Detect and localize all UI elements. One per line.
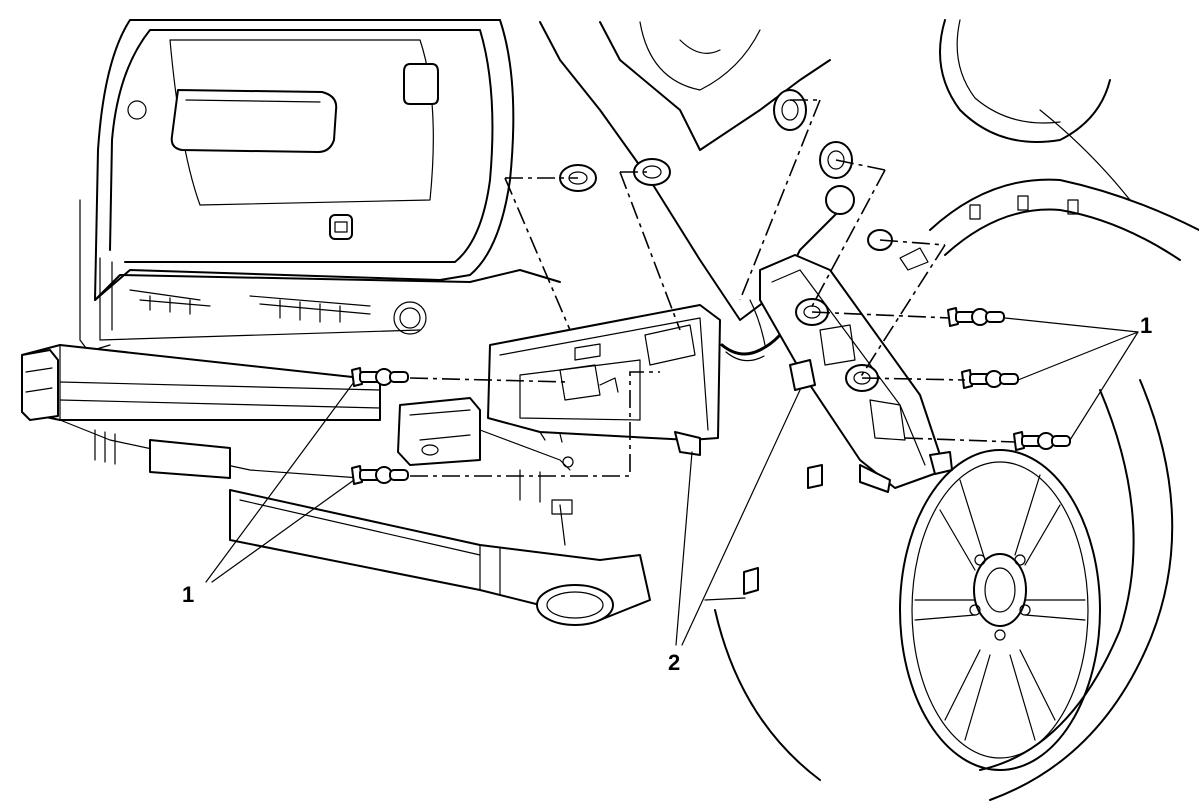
wheel-spokes bbox=[914, 474, 1086, 741]
push-pin-right-1 bbox=[947, 307, 1005, 327]
right-bumper-bracket bbox=[759, 254, 953, 493]
callout-label-right-fasteners: 1 bbox=[1140, 313, 1152, 338]
push-pin-left-lower bbox=[351, 465, 409, 485]
callout-label-brackets: 2 bbox=[668, 650, 680, 675]
leader-lines bbox=[205, 317, 1139, 646]
sill-vents bbox=[129, 289, 371, 323]
push-pin-right-3 bbox=[1013, 431, 1071, 451]
arch-clips bbox=[969, 195, 1079, 220]
body-mounting-holes bbox=[559, 89, 929, 271]
push-pin-fasteners bbox=[351, 307, 1071, 485]
rear-wheel bbox=[704, 379, 1174, 801]
bumper-impact-bar bbox=[21, 344, 381, 479]
left-bumper-bracket bbox=[487, 304, 721, 456]
vehicle-rear-body bbox=[59, 19, 561, 361]
push-pin-left-upper bbox=[351, 367, 409, 387]
center-mounting-hardware bbox=[397, 397, 574, 503]
push-pin-right-2 bbox=[961, 369, 1019, 389]
exhaust-system bbox=[229, 489, 651, 626]
alignment-lines bbox=[409, 99, 1016, 477]
callout-label-left-fasteners: 1 bbox=[182, 582, 194, 607]
quarter-panel bbox=[539, 19, 1199, 321]
